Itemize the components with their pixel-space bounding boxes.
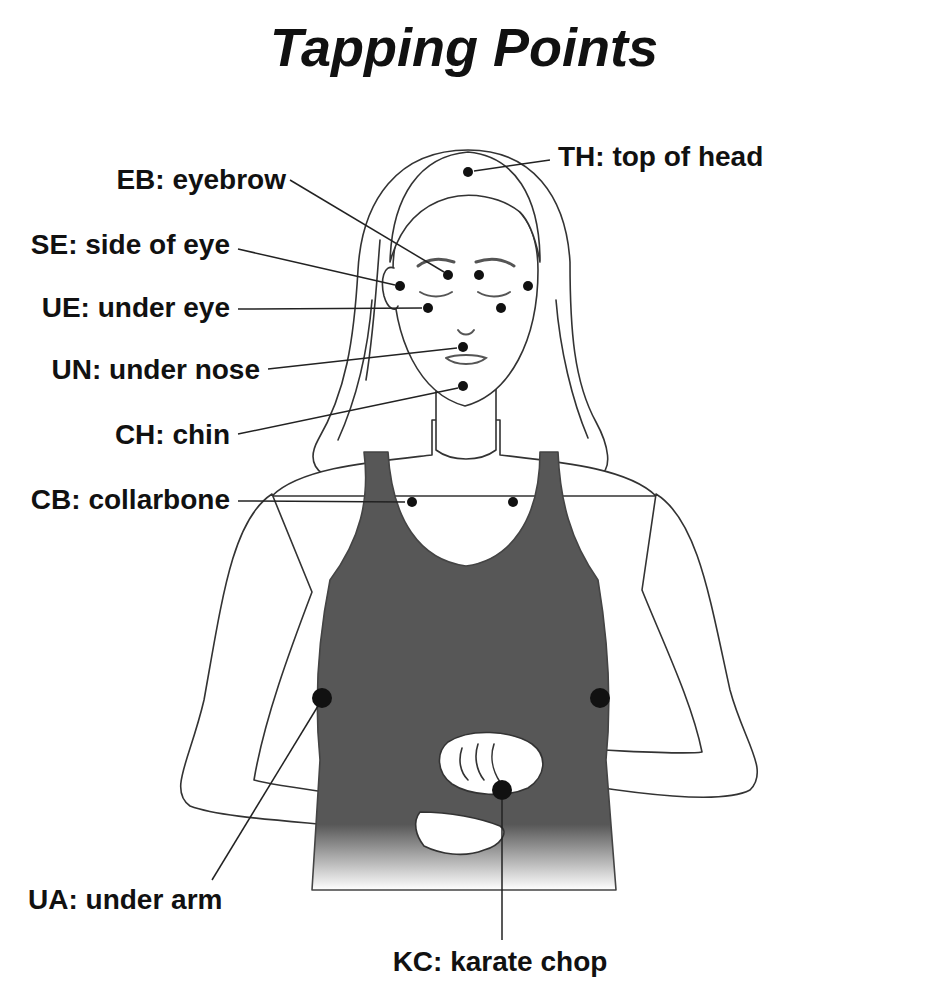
point-label: UE: under eye xyxy=(42,293,230,324)
tapping-point xyxy=(590,688,610,708)
point-label: SE: side of eye xyxy=(31,230,230,261)
tapping-point xyxy=(523,281,533,291)
eyebrow-right xyxy=(476,259,514,266)
leader-line xyxy=(238,249,395,285)
eye-left xyxy=(420,292,452,297)
face xyxy=(393,192,538,406)
leader-line xyxy=(212,706,318,880)
leader-line xyxy=(474,160,550,171)
tapping-point xyxy=(463,167,473,177)
point-label: CB: collarbone xyxy=(31,485,230,516)
tapping-point xyxy=(443,270,453,280)
tapping-point xyxy=(395,281,405,291)
tapping-point xyxy=(474,270,484,280)
point-label: UA: under arm xyxy=(28,885,222,916)
hair xyxy=(313,150,608,476)
point-label: KC: karate chop xyxy=(393,947,608,978)
tapping-point xyxy=(496,303,506,313)
point-label: TH: top of head xyxy=(558,142,763,173)
point-label: UN: under nose xyxy=(52,355,260,386)
tank-top xyxy=(312,452,616,890)
leader-line xyxy=(501,800,503,940)
tapping-point xyxy=(423,303,433,313)
lips xyxy=(446,355,486,364)
tapping-point xyxy=(508,497,518,507)
hair-front xyxy=(390,152,540,262)
leader-line xyxy=(238,308,422,309)
leader-line xyxy=(238,388,458,434)
tapping-point xyxy=(458,381,468,391)
leader-line xyxy=(238,501,405,502)
tapping-point xyxy=(407,497,417,507)
point-label: EB: eyebrow xyxy=(116,165,286,196)
leader-line xyxy=(268,348,457,369)
hair-strands xyxy=(338,240,588,440)
title: Tapping Points xyxy=(270,18,658,77)
point-label: CH: chin xyxy=(115,420,230,451)
eye-right xyxy=(478,292,510,297)
open-hand xyxy=(416,812,504,854)
leader-line xyxy=(290,180,444,272)
nose xyxy=(458,330,474,335)
tapping-point xyxy=(492,780,512,800)
tapping-point xyxy=(312,688,332,708)
fist-fingers xyxy=(460,744,500,782)
fist xyxy=(439,732,542,794)
tapping-point xyxy=(458,342,468,352)
